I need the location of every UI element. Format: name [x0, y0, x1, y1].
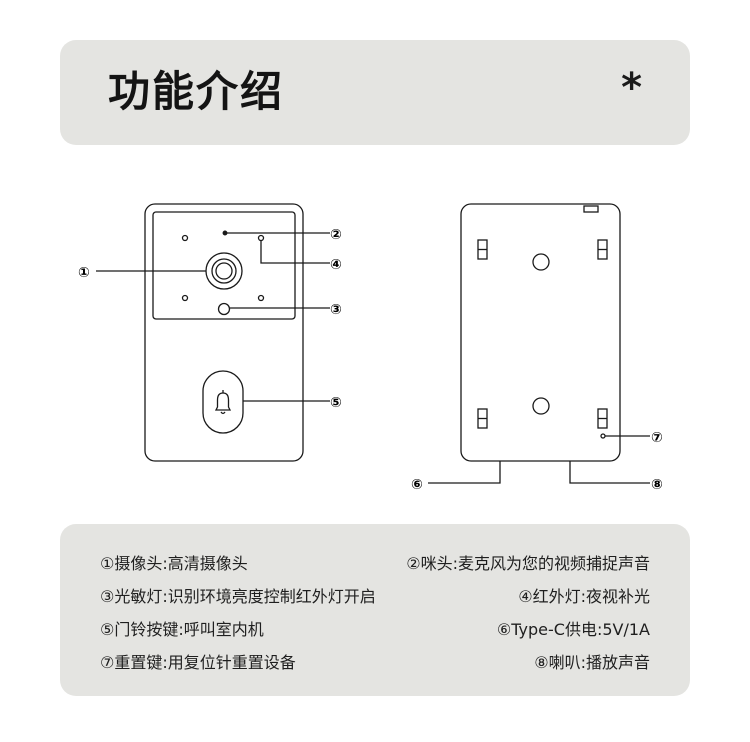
ir-led-bottom-left [181, 294, 189, 302]
microphone-hole [222, 230, 228, 236]
feature-row: ⑤门铃按键:呼叫室内机 ⑥Type-C供电:5V/1A [100, 616, 650, 640]
feature-list-panel: ①摄像头:高清摄像头 ②咪头:麦克风为您的视频捕捉声音 ③光敏灯:识别环境亮度控… [60, 524, 690, 696]
leader-6 [428, 461, 501, 484]
feature-microphone: ②咪头:麦克风为您的视频捕捉声音 [406, 554, 650, 573]
feature-row: ⑦重置键:用复位针重置设备 ⑧喇叭:播放声音 [100, 649, 650, 673]
leader-4 [260, 240, 330, 264]
callout-3: ③ [330, 302, 342, 318]
feature-doorbell-button: ⑤门铃按键:呼叫室内机 [100, 620, 264, 639]
doorbell-button [202, 370, 244, 434]
back-body [460, 203, 621, 462]
camera-panel [152, 211, 296, 320]
feature-speaker: ⑧喇叭:播放声音 [534, 653, 650, 672]
callout-4: ④ [330, 257, 342, 273]
feature-reset: ⑦重置键:用复位针重置设备 [100, 653, 296, 672]
ir-led-top-right [257, 234, 265, 242]
feature-light-sensor: ③光敏灯:识别环境亮度控制红外灯开启 [100, 587, 376, 606]
leader-8 [569, 461, 650, 484]
callout-2: ② [330, 227, 342, 243]
reset-slot-top [583, 205, 599, 213]
ir-led-top-left [181, 234, 189, 242]
feature-power: ⑥Type-C供电:5V/1A [496, 620, 650, 639]
callout-6: ⑥ [411, 477, 423, 493]
mount-clip-top-left [477, 239, 488, 260]
callout-5: ⑤ [330, 395, 342, 411]
page-title: 功能介绍 [108, 67, 285, 116]
callout-8: ⑧ [651, 477, 663, 493]
feature-row: ③光敏灯:识别环境亮度控制红外灯开启 ④红外灯:夜视补光 [100, 583, 650, 607]
back-view [428, 203, 650, 484]
front-body [144, 203, 304, 462]
mount-clip-top-right [597, 239, 608, 260]
ir-led-bottom-right [257, 294, 265, 302]
light-sensor [217, 302, 231, 316]
feature-row: ①摄像头:高清摄像头 ②咪头:麦克风为您的视频捕捉声音 [100, 550, 650, 574]
camera-lens-inner [211, 258, 237, 284]
callout-1: ① [78, 265, 90, 281]
reset-hole [600, 433, 606, 439]
header-panel: 功能介绍 * [60, 40, 690, 145]
mount-clip-bottom-left [477, 408, 488, 429]
feature-infrared-led: ④红外灯:夜视补光 [518, 587, 650, 606]
callout-7: ⑦ [651, 430, 663, 446]
mount-clip-bottom-right [597, 408, 608, 429]
asterisk-mark: * [621, 65, 642, 111]
bell-icon [214, 390, 232, 415]
feature-camera: ①摄像头:高清摄像头 [100, 554, 248, 573]
screw-hole-top [532, 253, 550, 271]
screw-hole-bottom [532, 397, 550, 415]
front-view [96, 203, 330, 462]
camera-lens-core [215, 262, 233, 280]
